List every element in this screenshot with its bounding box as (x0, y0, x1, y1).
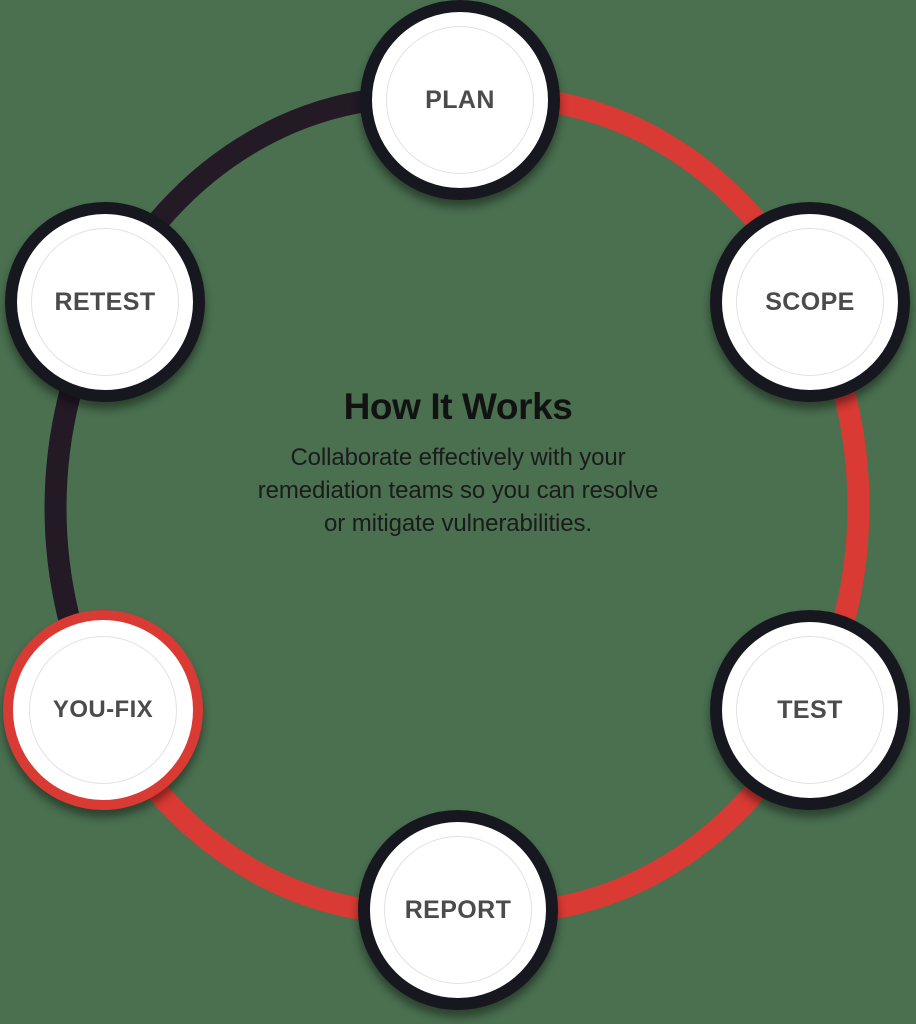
cycle-node-label-scope: SCOPE (765, 287, 855, 316)
cycle-node-retest[interactable]: RETEST (5, 202, 205, 402)
cycle-node-report[interactable]: REPORT (358, 810, 558, 1010)
cycle-node-plan[interactable]: PLAN (360, 0, 560, 200)
cycle-node-label-retest: RETEST (54, 287, 156, 316)
cycle-node-label-report: REPORT (404, 895, 512, 924)
cycle-node-scope[interactable]: SCOPE (710, 202, 910, 402)
cycle-node-label-youfix: YOU-FIX (52, 696, 154, 723)
cycle-node-test[interactable]: TEST (710, 610, 910, 810)
cycle-node-youfix[interactable]: YOU-FIX (3, 610, 203, 810)
cycle-node-label-plan: PLAN (425, 85, 495, 114)
cycle-node-label-test: TEST (777, 695, 843, 724)
